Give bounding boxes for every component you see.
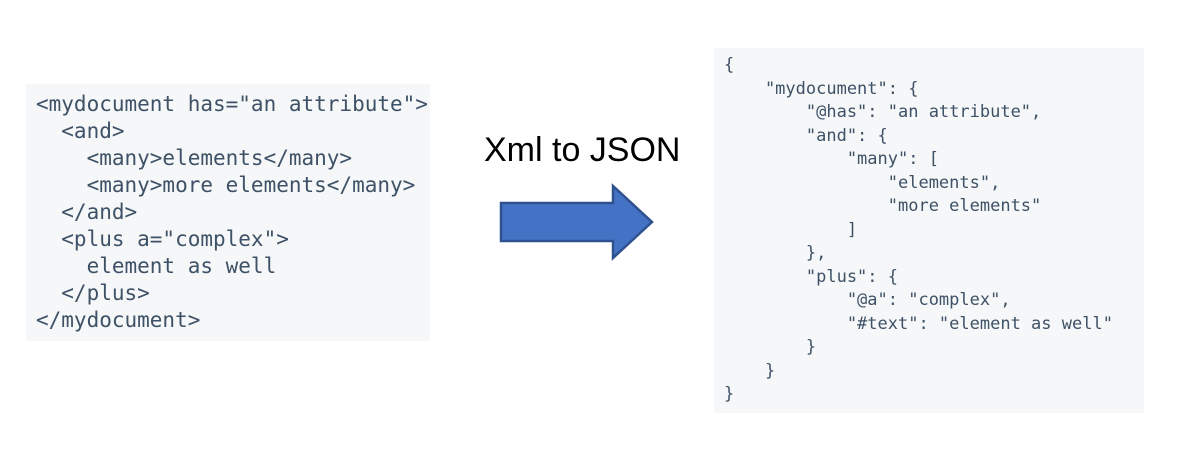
- right-arrow-shape: [499, 183, 654, 261]
- json-code-block: { "mydocument": { "@has": "an attribute"…: [714, 48, 1144, 413]
- right-arrow-icon: [499, 183, 654, 261]
- xml-code-block: <mydocument has="an attribute"> <and> <m…: [26, 84, 430, 341]
- conversion-label: Xml to JSON: [484, 131, 681, 169]
